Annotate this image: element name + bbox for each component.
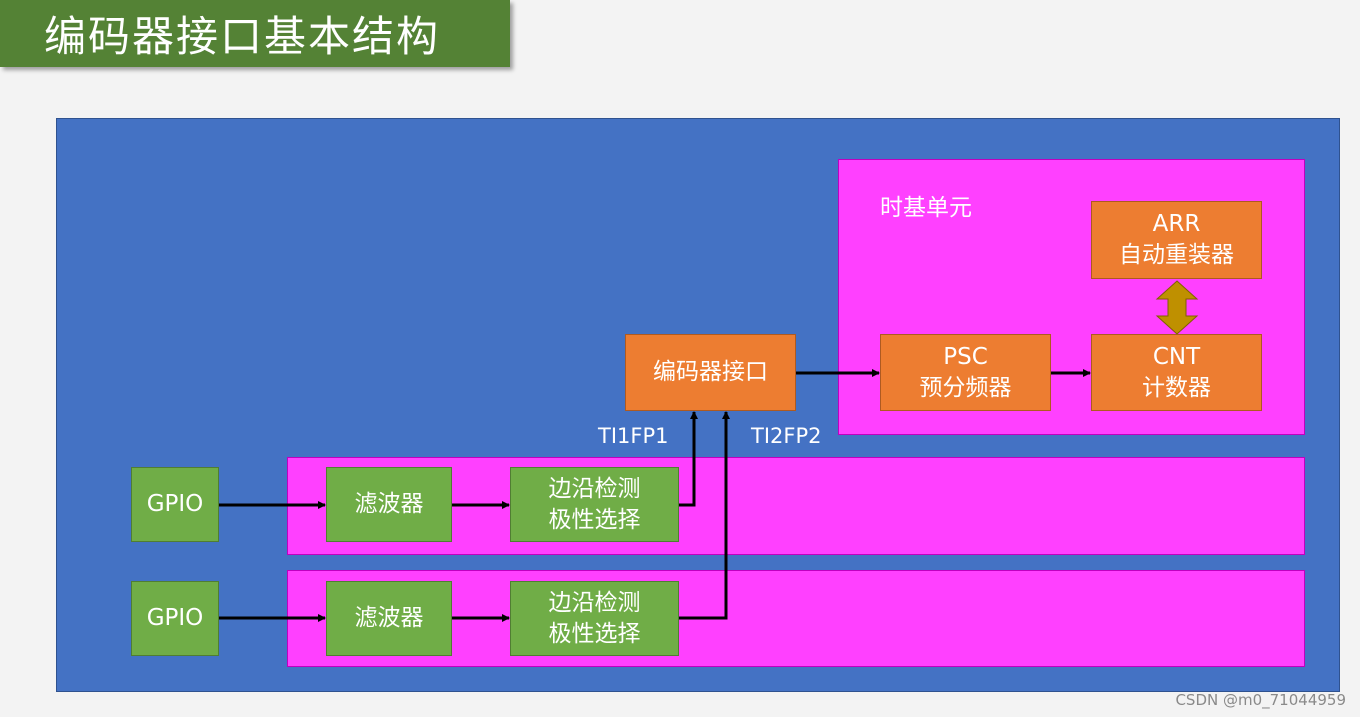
cnt-box: CNT 计数器 [1091, 334, 1262, 411]
psc-line1: PSC [943, 343, 988, 370]
channel2-filter-label: 滤波器 [354, 605, 424, 631]
channel2-edge-line1: 边沿检测 [548, 589, 641, 616]
arr-box: ARR 自动重装器 [1091, 201, 1262, 279]
watermark: CSDN @m0_71044959 [1175, 691, 1346, 709]
channel1-edge-line1: 边沿检测 [548, 475, 641, 502]
channel1-gpio-label: GPIO [146, 491, 204, 517]
channel2-edge-box: 边沿检测 极性选择 [510, 581, 679, 656]
timebase-label: 时基单元 [880, 195, 972, 221]
channel1-filter-box: 滤波器 [326, 467, 452, 542]
ti2fp2-label: TI2FP2 [751, 424, 822, 448]
page-title: 编码器接口基本结构 [0, 0, 510, 67]
encoder-interface-box: 编码器接口 [625, 334, 796, 411]
ti1fp1-label: TI1FP1 [598, 424, 669, 448]
channel1-filter-label: 滤波器 [354, 491, 424, 517]
channel1-edge-line2: 极性选择 [548, 506, 641, 533]
arr-line1: ARR [1152, 211, 1201, 237]
arr-cnt-double-arrow [1155, 280, 1199, 335]
psc-box: PSC 预分频器 [880, 334, 1051, 411]
cnt-line2: 计数器 [1142, 374, 1211, 401]
encoder-interface-label: 编码器接口 [653, 359, 768, 385]
channel2-edge-line2: 极性选择 [548, 620, 641, 647]
arr-line2: 自动重装器 [1119, 242, 1234, 268]
arrow-ch2-edge-to-encoder [679, 411, 730, 620]
channel1-gpio-box: GPIO [131, 467, 219, 542]
channel1-edge-box: 边沿检测 极性选择 [510, 467, 679, 542]
arrow-ch1-edge-to-encoder [679, 411, 698, 507]
cnt-line1: CNT [1152, 343, 1201, 370]
channel2-gpio-box: GPIO [131, 581, 219, 656]
channel2-gpio-label: GPIO [146, 605, 204, 631]
channel2-filter-box: 滤波器 [326, 581, 452, 656]
psc-line2: 预分频器 [919, 374, 1012, 401]
